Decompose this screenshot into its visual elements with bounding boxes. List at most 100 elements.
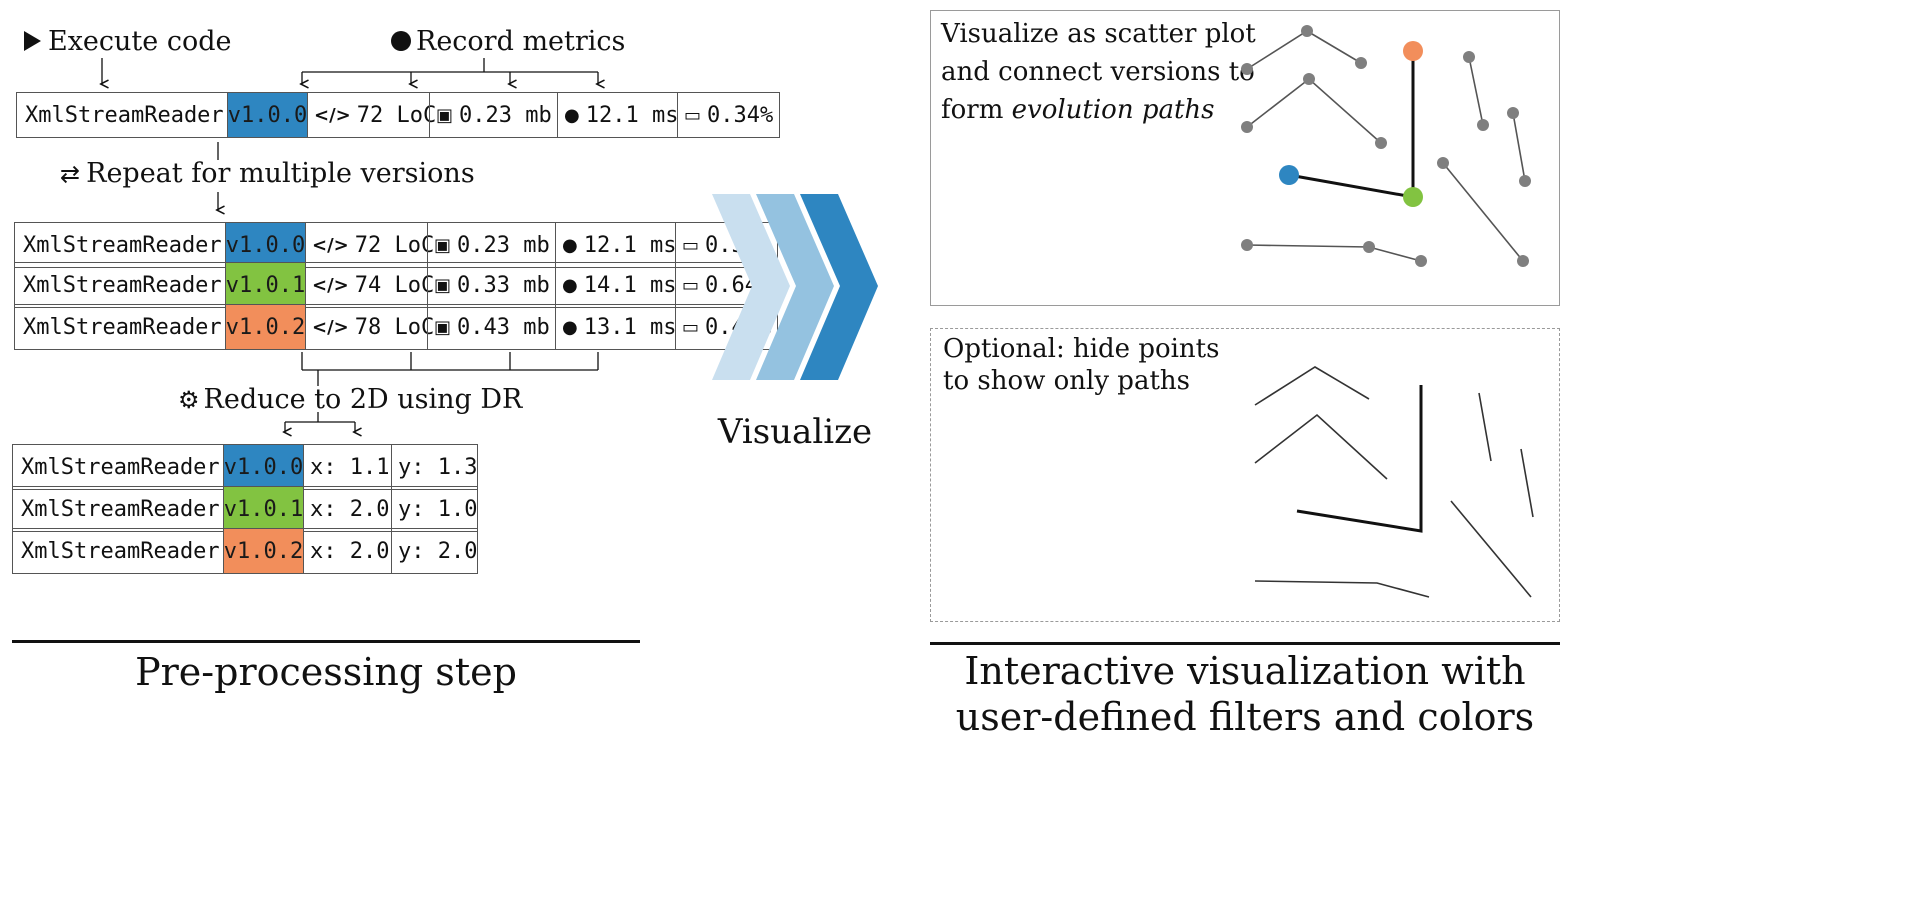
loc-cell: </>78 LoC bbox=[305, 305, 434, 349]
time-cell: ●14.1 ms bbox=[555, 263, 676, 307]
chip-icon: ▣ bbox=[434, 234, 452, 256]
memory-cell: ▣0.33 mb bbox=[427, 263, 555, 307]
time-cell: ●13.1 ms bbox=[555, 305, 676, 349]
paths-description: Optional: hide points to show only paths bbox=[943, 333, 1219, 397]
scatter-point bbox=[1415, 255, 1427, 267]
scatter-point bbox=[1477, 119, 1489, 131]
class-name-cell: XmlStreamReader bbox=[23, 232, 222, 258]
preprocessing-connectors bbox=[0, 58, 660, 640]
class-name-cell: XmlStreamReader bbox=[21, 454, 220, 480]
gear-icon: ⚙ bbox=[178, 386, 200, 414]
record-metrics-label: Record metrics bbox=[390, 26, 625, 57]
repeat-label: ⇄Repeat for multiple versions bbox=[60, 158, 475, 189]
dr-row: XmlStreamReader v1.0.0 x: 1.1 y: 1.3 bbox=[12, 444, 478, 490]
version-cell: v1.0.0 bbox=[223, 445, 303, 489]
memory-value: 0.33 mb bbox=[457, 272, 550, 298]
loc-cell: </>74 LoC bbox=[305, 263, 434, 307]
scatter-point bbox=[1517, 255, 1529, 267]
evolution-path bbox=[1254, 413, 1388, 480]
visualize-chevrons bbox=[712, 194, 878, 380]
circle-icon bbox=[391, 31, 411, 51]
clock-icon: ● bbox=[562, 274, 578, 296]
scatter-text-line: form evolution paths bbox=[941, 91, 1256, 129]
class-name-cell: XmlStreamReader bbox=[23, 272, 222, 298]
code-icon: </> bbox=[312, 234, 349, 256]
highlighted-evolution-path bbox=[1288, 51, 1415, 199]
scatter-point bbox=[1241, 63, 1253, 75]
version-point-v100 bbox=[1279, 165, 1299, 185]
memory-value: 0.23 mb bbox=[459, 102, 552, 128]
scatter-text-line: Visualize as scatter plot bbox=[941, 19, 1256, 49]
metric-row-single: XmlStreamReader v1.0.0 </>72 LoC ▣0.23 m… bbox=[16, 92, 780, 138]
time-value: 12.1 ms bbox=[585, 102, 679, 128]
visualization-caption: Interactive visualization with user-defi… bbox=[930, 648, 1560, 740]
loc-value: 72 LoC bbox=[356, 102, 437, 128]
code-icon: </> bbox=[312, 316, 349, 338]
scatter-text-line: and connect versions to bbox=[941, 57, 1255, 87]
y-coord-cell: y: 1.3 bbox=[391, 445, 477, 489]
version-cell: v1.0.1 bbox=[223, 487, 303, 531]
version-cell: v1.0.2 bbox=[225, 305, 305, 349]
paths-text-line: Optional: hide points bbox=[943, 334, 1220, 364]
preprocessing-divider bbox=[12, 640, 640, 643]
evolution-path bbox=[1478, 392, 1492, 462]
scatter-point bbox=[1301, 25, 1313, 37]
dr-row: XmlStreamReader v1.0.2 x: 2.0 y: 2.0 bbox=[12, 528, 478, 574]
dr-row: XmlStreamReader v1.0.1 x: 2.0 y: 1.0 bbox=[12, 486, 478, 532]
time-cell: ●12.1 ms bbox=[555, 223, 676, 267]
scatter-text-prefix: form bbox=[941, 95, 1012, 125]
preprocessing-caption: Pre-processing step bbox=[135, 650, 517, 694]
repeat-icon: ⇄ bbox=[60, 160, 81, 188]
memory-value: 0.43 mb bbox=[457, 314, 550, 340]
paths-text-line: to show only paths bbox=[943, 366, 1190, 396]
evolution-path bbox=[1520, 448, 1534, 518]
version-cell: v1.0.0 bbox=[225, 223, 305, 267]
memory-value: 0.23 mb bbox=[457, 232, 550, 258]
memory-cell: ▣0.23 mb bbox=[427, 223, 555, 267]
clock-icon: ● bbox=[564, 104, 580, 126]
chip-icon: ▣ bbox=[436, 104, 454, 126]
execute-code-label: Execute code bbox=[22, 26, 231, 57]
clock-icon: ● bbox=[562, 316, 578, 338]
version-cell: v1.0.0 bbox=[227, 93, 307, 137]
evolution-paths-emphasis: evolution paths bbox=[1011, 95, 1215, 125]
scatter-point bbox=[1241, 239, 1253, 251]
loc-value: 74 LoC bbox=[354, 272, 435, 298]
record-metrics-text: Record metrics bbox=[416, 26, 626, 57]
chevron-mid bbox=[756, 194, 834, 380]
evolution-path bbox=[1468, 56, 1484, 126]
evolution-path bbox=[1246, 77, 1382, 144]
cpu-cell: ▭0.34% bbox=[677, 93, 779, 137]
x-coord-cell: x: 1.1 bbox=[303, 445, 391, 489]
reduce-text: Reduce to 2D using DR bbox=[203, 384, 523, 415]
chip-icon: ▣ bbox=[434, 274, 452, 296]
visualization-divider bbox=[930, 642, 1560, 645]
visualization-caption-line: Interactive visualization with bbox=[964, 649, 1526, 693]
class-name-cell: XmlStreamReader bbox=[21, 538, 220, 564]
chevron-dark bbox=[800, 194, 878, 380]
execute-code-text: Execute code bbox=[48, 26, 232, 57]
x-coord-cell: x: 2.0 bbox=[303, 529, 391, 573]
version-cell: v1.0.1 bbox=[225, 263, 305, 307]
scatter-point bbox=[1507, 107, 1519, 119]
code-icon: </> bbox=[314, 104, 351, 126]
loc-value: 78 LoC bbox=[354, 314, 435, 340]
version-point-v101 bbox=[1403, 187, 1423, 207]
metric-row: XmlStreamReader v1.0.1 </>74 LoC ▣0.33 m… bbox=[14, 262, 778, 308]
scatter-point bbox=[1363, 241, 1375, 253]
version-point-v102 bbox=[1403, 41, 1423, 61]
paths-plot bbox=[1254, 366, 1534, 598]
loc-cell: </>72 LoC bbox=[307, 93, 436, 137]
evolution-path bbox=[1442, 162, 1524, 262]
class-name-cell: XmlStreamReader bbox=[23, 314, 222, 340]
code-icon: </> bbox=[312, 274, 349, 296]
y-coord-cell: y: 1.0 bbox=[391, 487, 477, 531]
y-coord-cell: y: 2.0 bbox=[391, 529, 477, 573]
time-cell: ●12.1 ms bbox=[557, 93, 679, 137]
visualization-caption-line: user-defined filters and colors bbox=[955, 695, 1535, 739]
scatter-point bbox=[1519, 175, 1531, 187]
loc-cell: </>72 LoC bbox=[305, 223, 434, 267]
visualize-label: Visualize bbox=[717, 412, 873, 452]
evolution-path bbox=[1246, 244, 1422, 262]
scatter-point bbox=[1437, 157, 1449, 169]
